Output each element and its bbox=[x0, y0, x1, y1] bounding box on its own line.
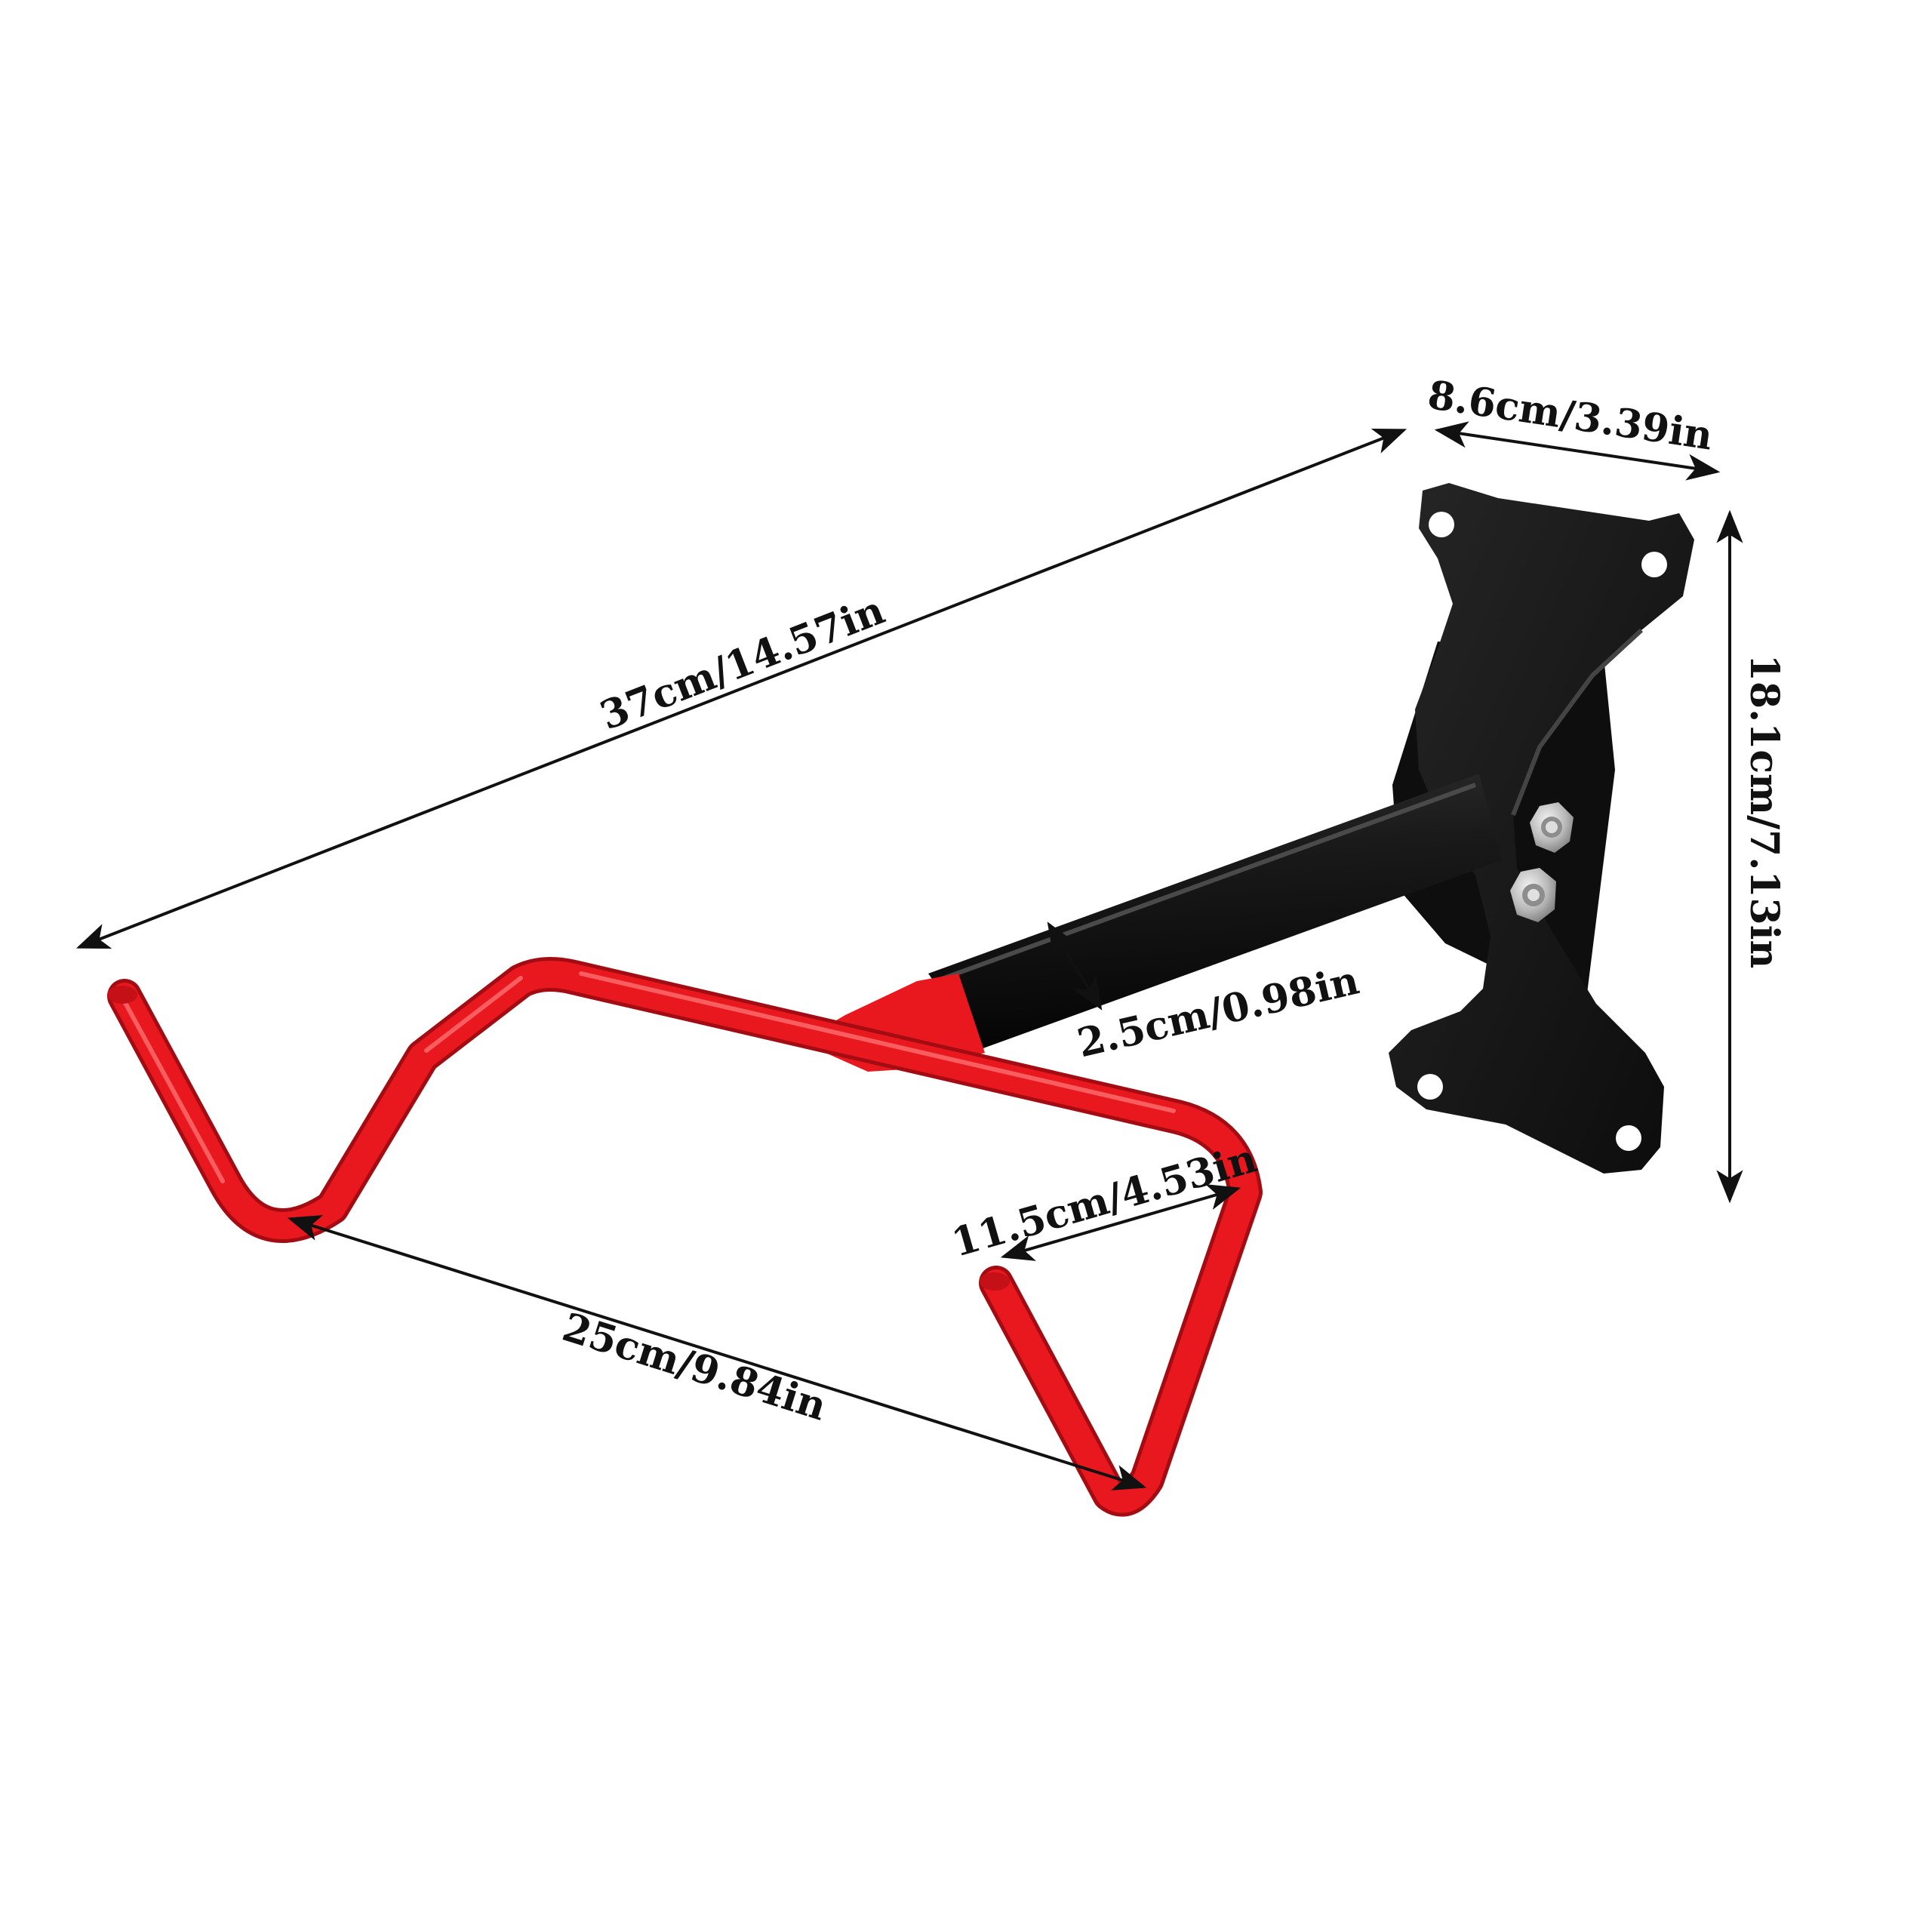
label-plate-width: 8.6cm/3.39in bbox=[1425, 372, 1715, 460]
hook-tube-highlight bbox=[118, 971, 1176, 1183]
dim-arrow-total-length bbox=[75, 429, 1407, 949]
screw-hole-top-right bbox=[1641, 552, 1667, 577]
dim-arrow-tube-diameter bbox=[1047, 921, 1103, 1011]
dim-arrow-plate-width bbox=[1434, 421, 1721, 481]
pivot-bolt-upper bbox=[1530, 802, 1574, 853]
screw-hole-bottom-right bbox=[1616, 1125, 1641, 1151]
plate-edge-highlight bbox=[1511, 628, 1644, 817]
dimension-lines bbox=[75, 421, 1743, 1491]
screw-hole-bottom-left bbox=[1417, 1074, 1443, 1100]
label-plate-height: 18.1cm/7.13in bbox=[1741, 654, 1787, 969]
hook-end-left bbox=[107, 986, 137, 1004]
wall-plate bbox=[1389, 483, 1694, 1174]
pivot-bolt-lower bbox=[1510, 868, 1556, 922]
label-total-length: 37cm/14.57in bbox=[594, 587, 891, 740]
hook-end-right bbox=[980, 1272, 1010, 1291]
label-hook-span: 25cm/9.84in bbox=[557, 1304, 832, 1430]
wall-mount-bracket bbox=[1389, 483, 1694, 1174]
dim-arrow-hook-span bbox=[287, 1215, 1147, 1491]
screw-hole-top-left bbox=[1429, 512, 1454, 537]
